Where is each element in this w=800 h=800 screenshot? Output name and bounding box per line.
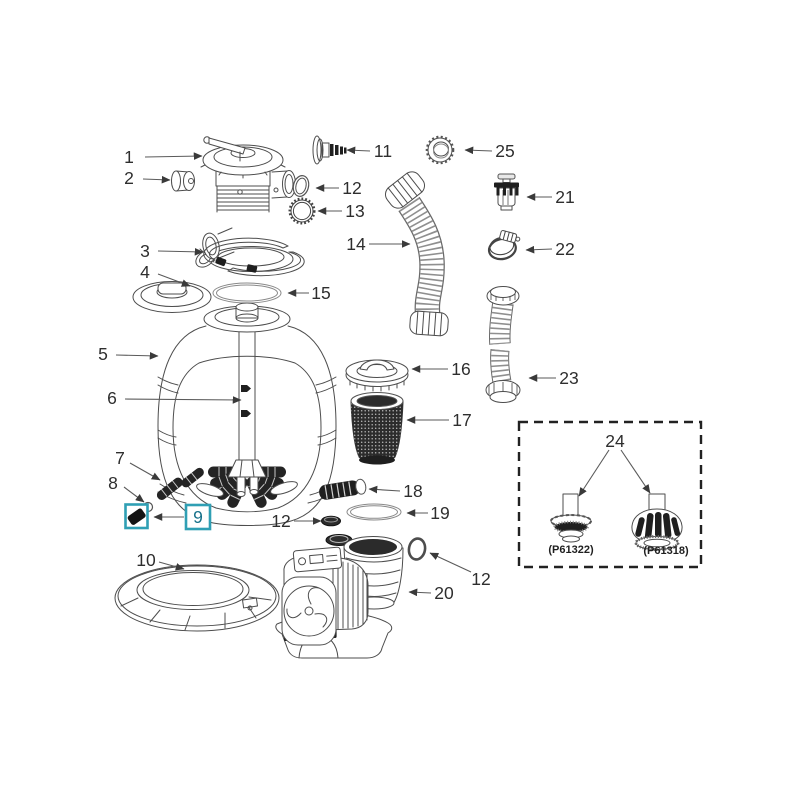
part-number-label: 25 (495, 141, 514, 161)
part-number-label: 24 (605, 431, 625, 451)
ribbed-fitting-drawing (319, 478, 367, 500)
fitting-drawing (312, 135, 347, 165)
part-number-label: 8 (108, 473, 118, 493)
tank-lid-drawing (132, 281, 212, 313)
loose-lateral-drawing (156, 467, 204, 500)
flange-clamp-drawing (203, 237, 305, 277)
part-number-label: 12 (271, 511, 290, 531)
hose-23-drawing (485, 286, 521, 403)
part-number-label: 21 (555, 187, 574, 207)
part-number-label: 11 (374, 141, 392, 161)
callout-part-12[interactable]: 12 (429, 552, 491, 589)
callout-layer: 1234567891011121314151617181912201221222… (98, 141, 651, 603)
adapter-p61318-drawing (631, 493, 683, 551)
part-number-label: 16 (451, 359, 470, 379)
multiport-valve-drawing (195, 136, 296, 272)
part-number-label: 18 (403, 481, 422, 501)
part-code-p61318: (P61318) (643, 545, 689, 557)
callout-part-25[interactable]: 25 (464, 141, 515, 161)
callout-part-22[interactable]: 22 (525, 239, 575, 259)
adapter-p61322-drawing (550, 493, 592, 543)
callout-part-16[interactable]: 16 (411, 359, 471, 379)
oring-19-drawing (346, 503, 402, 521)
oring-12c-drawing (407, 537, 427, 561)
callout-part-15[interactable]: 15 (287, 283, 331, 303)
adapter-inset-box: (P61322) (P61318) (517, 420, 703, 569)
part-number-label: 12 (471, 569, 490, 589)
callout-part-2[interactable]: 2 (124, 168, 171, 188)
callout-part-5[interactable]: 5 (98, 344, 159, 364)
callout-part-4[interactable]: 4 (140, 262, 191, 287)
callout-part-14[interactable]: 14 (346, 234, 411, 254)
selected-callout-box (184, 503, 212, 531)
callout-part-13[interactable]: 13 (317, 201, 365, 221)
callout-part-20[interactable]: 20 (408, 583, 454, 603)
highlighted-part-9[interactable] (124, 503, 149, 530)
callout-part-6[interactable]: 6 (107, 388, 242, 408)
callout-part-23[interactable]: 23 (528, 368, 579, 388)
callout-part-10[interactable]: 10 (136, 550, 185, 571)
part-number-label: 23 (559, 368, 578, 388)
gasket-12b-drawing (321, 515, 341, 527)
part-number-label: 9 (193, 507, 203, 527)
part-number-label: 5 (98, 344, 108, 364)
pump-drawing (275, 534, 404, 659)
callout-part-8[interactable]: 8 (108, 473, 145, 503)
air-release-valve-drawing (494, 173, 519, 211)
part-number-label: 3 (140, 241, 150, 261)
callout-part-9[interactable]: 9 (153, 503, 212, 531)
callout-part-17[interactable]: 17 (406, 410, 472, 430)
oring-12a-drawing (292, 175, 310, 197)
callout-part-7[interactable]: 7 (115, 448, 161, 481)
part-number-label: 17 (452, 410, 471, 430)
part-number-label: 12 (342, 178, 361, 198)
callout-part-18[interactable]: 18 (368, 481, 423, 501)
hose-clamp-drawing (487, 230, 521, 261)
callout-part-11[interactable]: 11 (346, 141, 392, 161)
part-number-label: 20 (434, 583, 454, 603)
callout-part-21[interactable]: 21 (526, 187, 575, 207)
standpipe-drawing (238, 321, 256, 463)
part-number-label: 19 (430, 503, 449, 523)
part-number-label: 13 (345, 201, 364, 221)
lid-oring-drawing (212, 282, 282, 304)
strainer-basket-drawing (350, 392, 404, 465)
nut-drawing (425, 135, 455, 165)
part-number-label: 15 (311, 283, 330, 303)
hose-14-drawing (384, 171, 449, 337)
part-number-label: 10 (136, 550, 156, 570)
callout-part-3[interactable]: 3 (140, 241, 204, 261)
valve-cap-drawing (171, 170, 195, 192)
part-number-label: 14 (346, 234, 366, 254)
strainer-lid-drawing (345, 359, 409, 392)
part-number-label: 6 (107, 388, 117, 408)
callout-part-19[interactable]: 19 (406, 503, 450, 523)
callout-part-1[interactable]: 1 (124, 147, 203, 167)
drain-plug-part (127, 508, 146, 525)
callout-part-12[interactable]: 12 (271, 511, 322, 531)
part-number-label: 1 (124, 147, 134, 167)
part-number-label: 2 (124, 168, 134, 188)
part-number-label: 22 (555, 239, 574, 259)
filter-tank-drawing (157, 302, 337, 526)
threaded-ring-drawing (288, 197, 316, 225)
part-number-label: 7 (115, 448, 125, 468)
callout-part-12[interactable]: 12 (315, 178, 362, 198)
part-number-label: 4 (140, 262, 150, 282)
lateral-arms-drawing (196, 459, 298, 511)
callout-part-24[interactable]: 24 (578, 431, 651, 497)
base-ring-drawing (114, 564, 280, 632)
part-code-p61322: (P61322) (548, 544, 594, 556)
